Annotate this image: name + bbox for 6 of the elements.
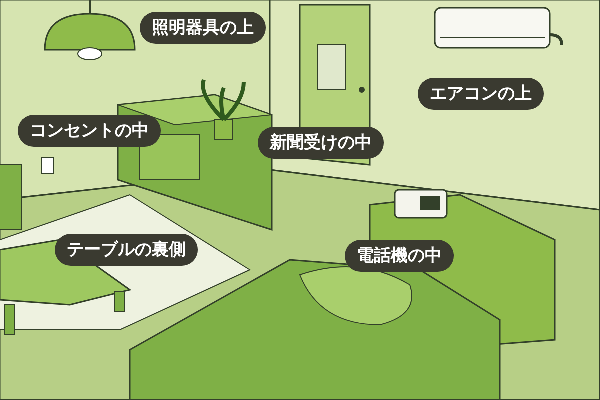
place-label: 新聞受けの中: [258, 127, 384, 159]
place-label: エアコンの上: [418, 78, 544, 110]
place-label: 照明器具の上: [140, 12, 266, 44]
place-label: テーブルの裏側: [55, 234, 198, 266]
place-label: 電話機の中: [345, 240, 454, 272]
place-label: コンセントの中: [18, 115, 161, 147]
